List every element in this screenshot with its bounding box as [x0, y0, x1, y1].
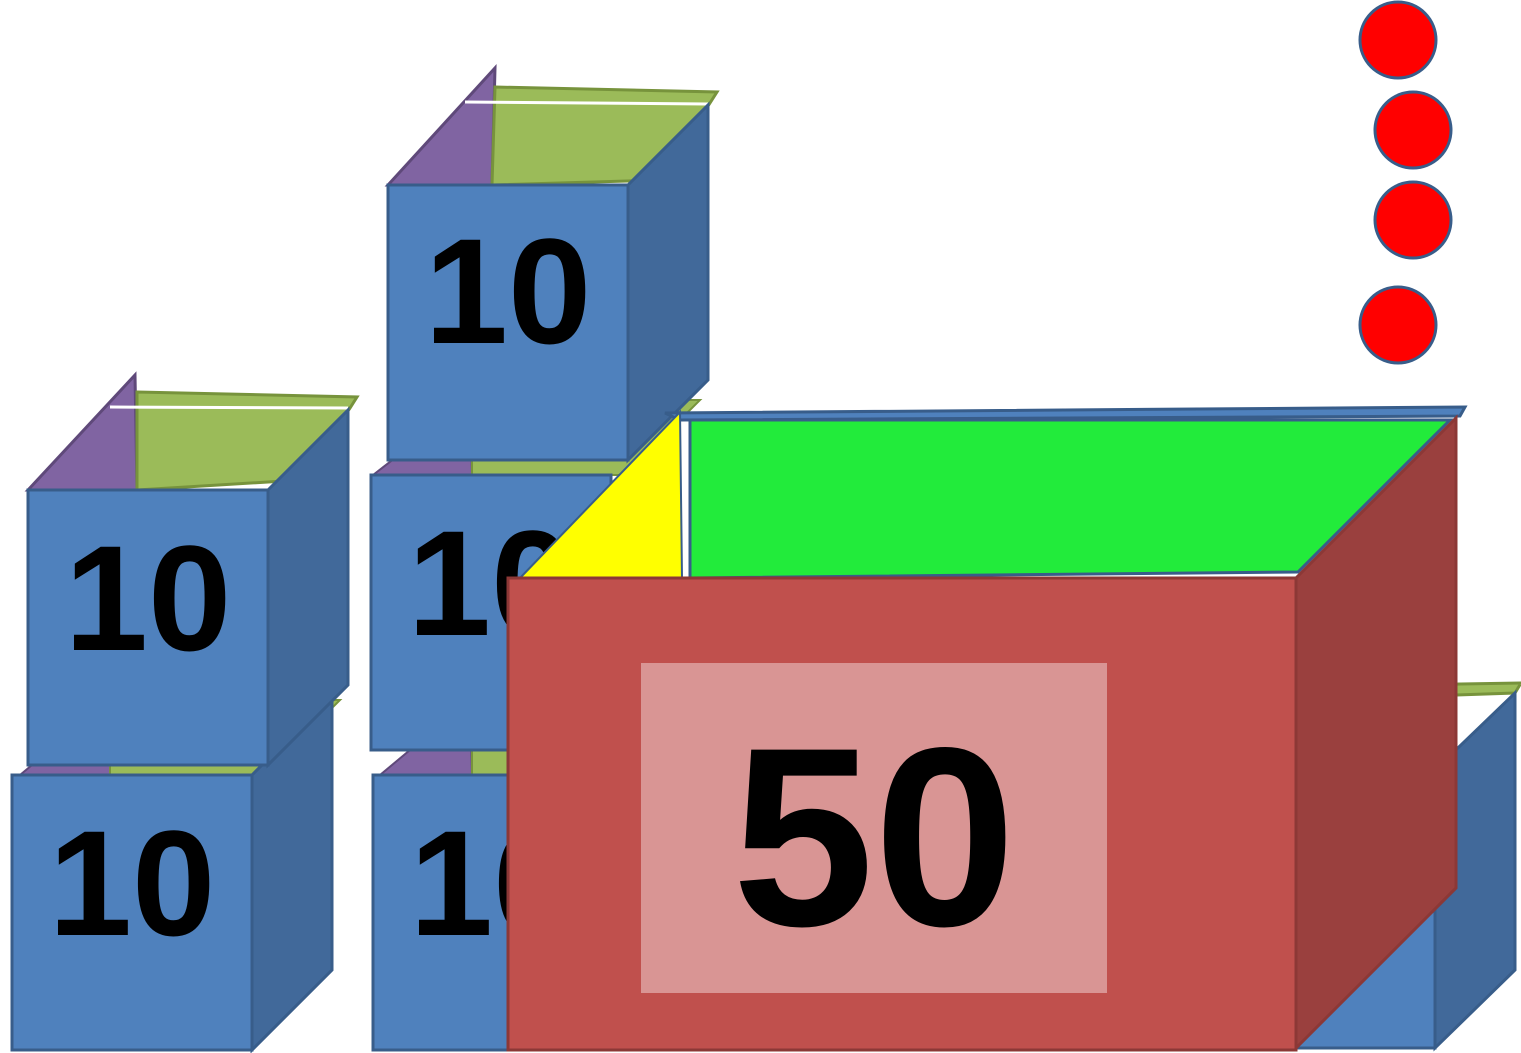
- red-dot: [1360, 2, 1436, 78]
- big-box-50: 50: [508, 407, 1465, 1050]
- box-top-middle: 10: [388, 68, 717, 460]
- ellipsis-dots: [1360, 2, 1451, 363]
- box-label: 10: [65, 514, 232, 682]
- red-dot: [1375, 92, 1451, 168]
- box-top-flap-purple: [388, 68, 495, 185]
- box-top-left: 10: [28, 375, 357, 765]
- box-top-flap-purple: [28, 375, 137, 490]
- box-rim: [465, 102, 708, 104]
- box-label: 10: [425, 207, 592, 375]
- big-box-back-rim: [665, 407, 1465, 420]
- red-dot: [1360, 287, 1436, 363]
- big-box-label: 50: [732, 695, 1016, 980]
- red-dot: [1375, 182, 1451, 258]
- box-label: 10: [49, 799, 216, 967]
- box-rim: [110, 407, 348, 408]
